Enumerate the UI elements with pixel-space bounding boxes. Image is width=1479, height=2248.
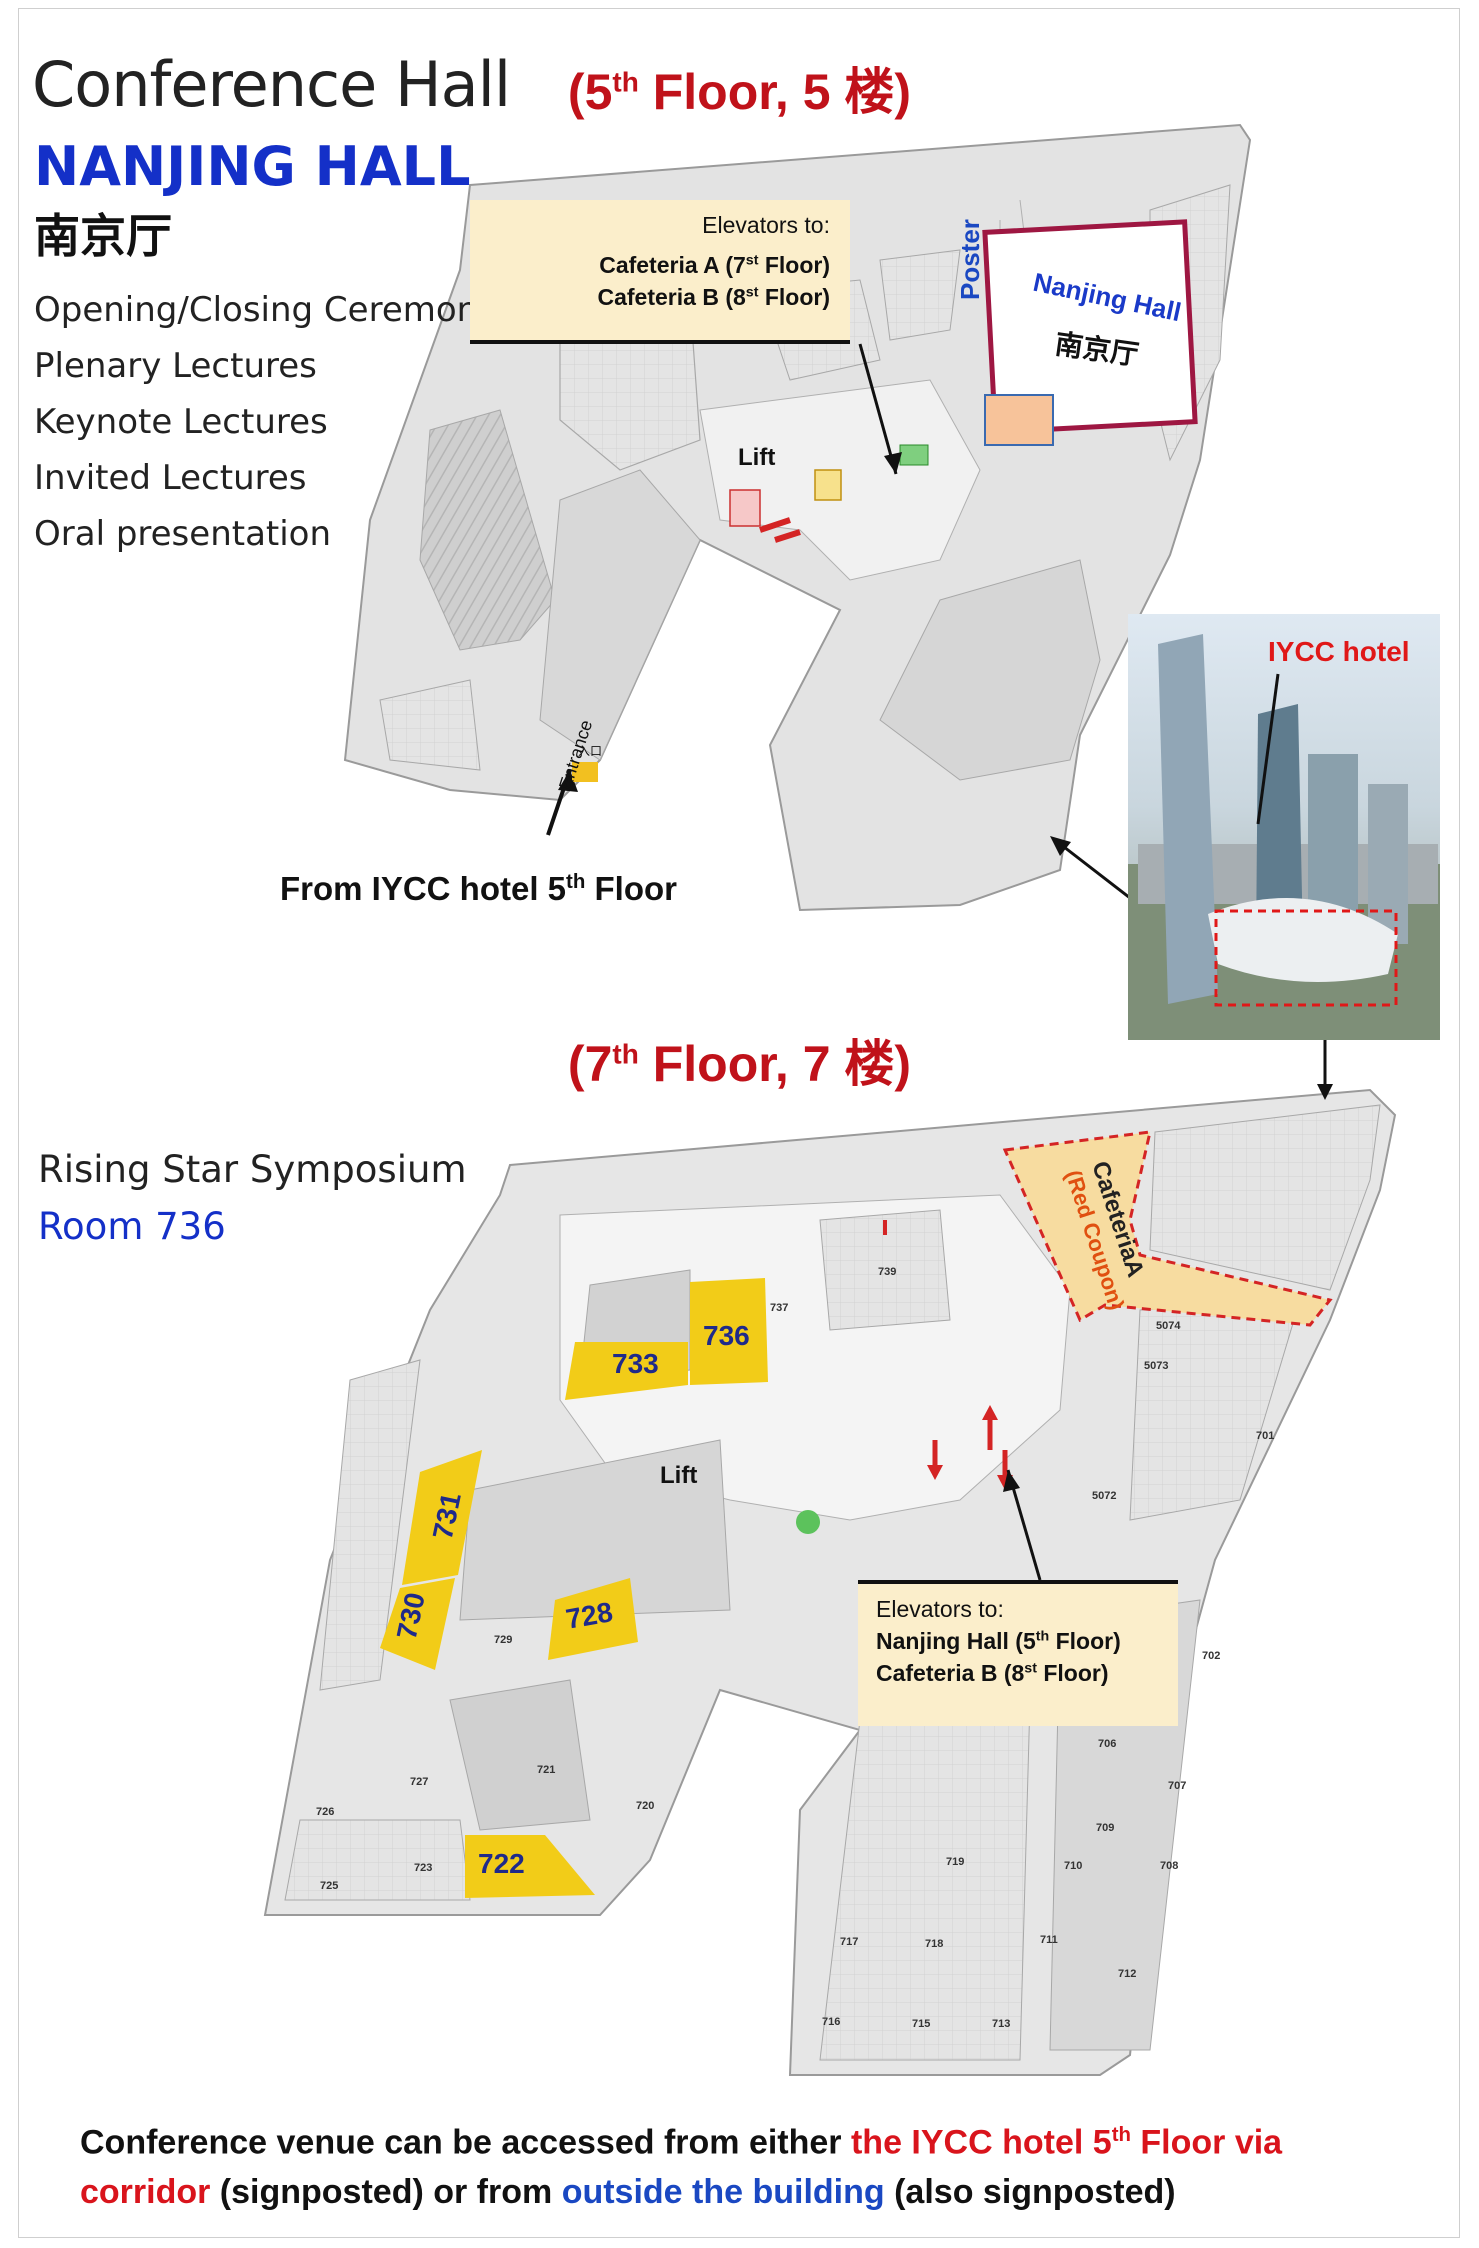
room-number-726: 726	[316, 1806, 335, 1818]
room-number-717: 717	[840, 1936, 859, 1948]
elevators-info-7f: Elevators to: Nanjing Hall (5th Floor) C…	[858, 1580, 1178, 1726]
hotel-aerial-photo	[1128, 614, 1440, 1040]
room-number-702: 702	[1202, 1650, 1221, 1662]
room-number-723: 723	[414, 1862, 433, 1874]
from-hotel-label: From IYCC hotel 5th Floor	[280, 870, 677, 907]
highlighted-rooms	[380, 1278, 768, 1898]
room-number-5074: 5074	[1156, 1320, 1181, 1332]
event-item: Plenary Lectures	[34, 346, 317, 386]
room-number-718: 718	[925, 1938, 944, 1950]
room-733-shape	[565, 1342, 688, 1400]
event-list: Opening/Closing Ceremony Plenary Lecture…	[34, 282, 498, 562]
room-number-711: 711	[1040, 1934, 1058, 1946]
room-number-713: 713	[992, 2018, 1011, 2030]
room-728-shape	[548, 1578, 638, 1660]
room-number-710: 710	[1064, 1860, 1083, 1872]
room-730-shape	[380, 1578, 455, 1670]
room-number-727: 727	[410, 1776, 429, 1788]
room-736-shape	[690, 1278, 768, 1385]
cafeteria-a-area	[1002, 1130, 1333, 1327]
poster-area	[984, 394, 1054, 446]
nanjing-hall-title: NANJING HALL	[34, 135, 471, 198]
event-item: Keynote Lectures	[34, 402, 328, 442]
rising-star-label: Rising Star Symposium	[38, 1148, 467, 1191]
floor5-heading: (5th Floor, 5 楼)	[567, 64, 912, 120]
page-frame	[18, 8, 1460, 2238]
event-item: Opening/Closing Ceremony	[34, 290, 499, 330]
event-item: Oral presentation	[34, 514, 332, 554]
event-item: Invited Lectures	[34, 458, 307, 498]
room-number-722: 722	[478, 1848, 525, 1879]
room-number-720: 720	[636, 1800, 655, 1812]
entrance-cn: 入口	[578, 744, 603, 758]
lift-label-5f: Lift	[738, 444, 776, 471]
room-number-719: 719	[946, 1856, 965, 1868]
floor7-heading: (7th Floor, 7 楼)	[567, 1036, 912, 1092]
room-number-5072: 5072	[1092, 1490, 1117, 1502]
room-722-shape	[465, 1835, 595, 1898]
access-note: Conference venue can be accessed from ei…	[80, 2123, 1283, 2212]
lift-label-7f: Lift	[660, 1462, 698, 1489]
room-number-733: 733	[612, 1348, 659, 1379]
room-number-706: 706	[1098, 1738, 1117, 1750]
conference-hall-title: Conference Hall	[32, 48, 511, 121]
room-number-736: 736	[703, 1320, 750, 1351]
floor7-plan	[263, 1088, 1397, 2076]
elevators-info-5f: Elevators to: Cafeteria A (7st Floor) Ca…	[470, 200, 850, 344]
room-number-739: 739	[878, 1266, 897, 1278]
room-number-725: 725	[320, 1880, 339, 1892]
poster-label: Poster	[955, 219, 985, 300]
iycc-hotel-label: IYCC hotel	[1268, 636, 1410, 667]
room-731-shape	[402, 1450, 482, 1585]
room-number-715: 715	[912, 2018, 931, 2030]
room-number-709: 709	[1096, 1822, 1115, 1834]
room-number-5073: 5073	[1144, 1360, 1169, 1372]
room-number-721: 721	[537, 1764, 556, 1776]
room-number-716: 716	[822, 2016, 841, 2028]
room-number-737: 737	[770, 1302, 789, 1314]
nanjing-hall-room	[982, 219, 1198, 435]
room-number-701: 701	[1256, 1430, 1275, 1442]
room-number-707: 707	[1168, 1780, 1187, 1792]
info-icon	[796, 1510, 820, 1534]
room-number-729: 729	[494, 1634, 513, 1646]
room-736-label: Room 736	[38, 1205, 226, 1248]
room-number-712: 712	[1118, 1968, 1137, 1980]
room-number-708: 708	[1160, 1860, 1179, 1872]
nanjing-hall-cn: 南京厅	[34, 210, 172, 262]
